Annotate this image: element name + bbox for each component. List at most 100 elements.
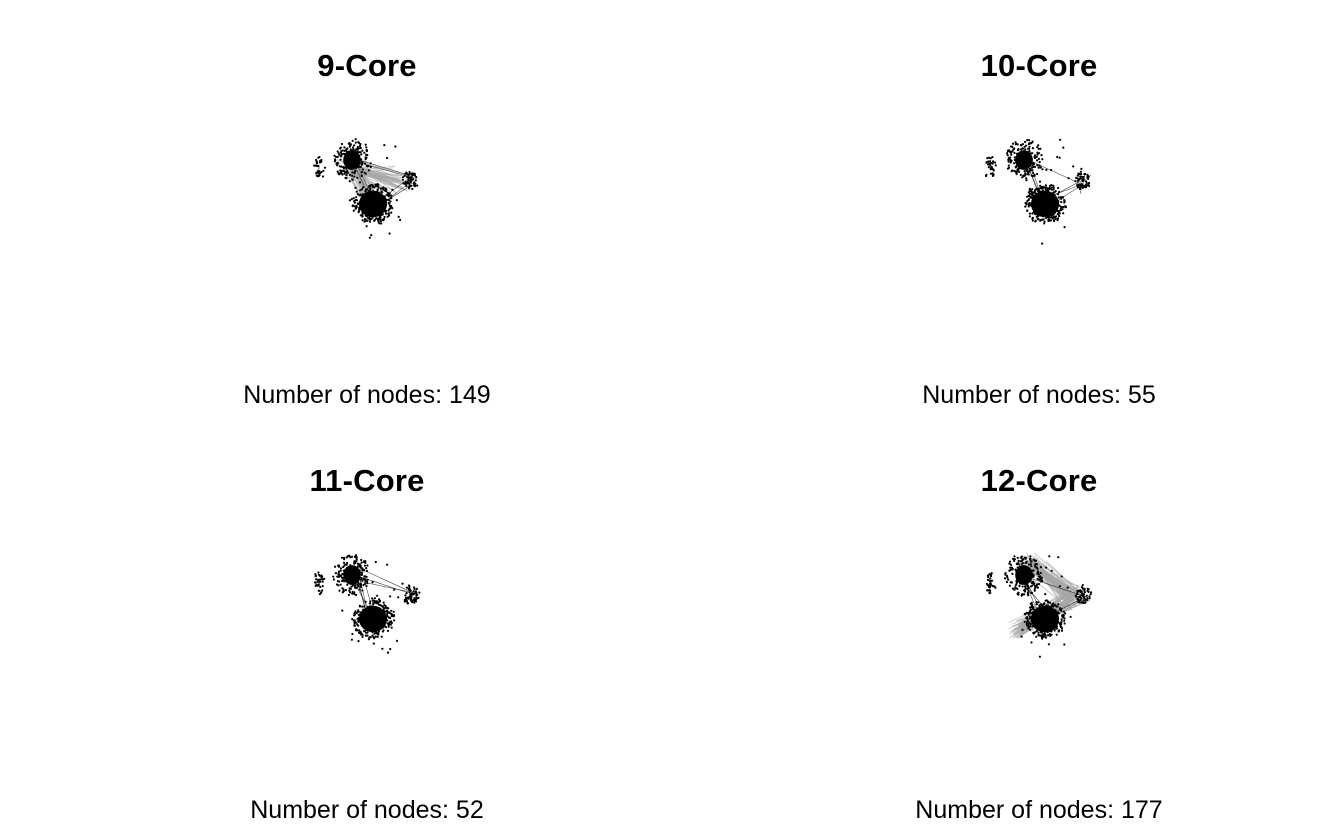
node bbox=[1056, 611, 1060, 614]
node bbox=[383, 215, 386, 219]
node bbox=[378, 612, 381, 615]
node bbox=[1003, 577, 1007, 580]
node bbox=[1035, 627, 1038, 630]
node bbox=[367, 209, 370, 212]
node bbox=[355, 206, 358, 209]
node bbox=[1010, 581, 1013, 584]
node bbox=[1011, 150, 1014, 153]
node bbox=[1037, 196, 1040, 199]
node bbox=[1023, 585, 1027, 588]
node bbox=[411, 187, 414, 191]
node bbox=[347, 554, 350, 557]
node bbox=[991, 156, 994, 159]
node bbox=[1020, 555, 1023, 558]
node bbox=[1036, 172, 1039, 176]
node bbox=[1037, 157, 1040, 160]
node bbox=[1019, 173, 1022, 176]
node bbox=[351, 139, 354, 142]
node bbox=[1056, 210, 1059, 213]
node bbox=[374, 185, 377, 188]
node bbox=[348, 587, 351, 590]
node bbox=[415, 587, 418, 590]
node bbox=[1015, 172, 1018, 176]
node bbox=[380, 222, 383, 225]
node bbox=[1057, 621, 1060, 624]
node bbox=[345, 152, 348, 155]
network-graph bbox=[313, 138, 419, 239]
node bbox=[987, 575, 990, 579]
node bbox=[366, 213, 369, 216]
node bbox=[376, 635, 379, 638]
node bbox=[1037, 601, 1040, 604]
node bbox=[1026, 200, 1029, 203]
node bbox=[1048, 627, 1051, 630]
node bbox=[388, 214, 391, 217]
node bbox=[374, 635, 377, 638]
node bbox=[1033, 212, 1037, 215]
node bbox=[414, 598, 418, 601]
node bbox=[378, 614, 381, 617]
node bbox=[1064, 206, 1067, 209]
node bbox=[1080, 173, 1083, 176]
node bbox=[345, 148, 348, 151]
node bbox=[1026, 591, 1029, 594]
node bbox=[1039, 218, 1042, 222]
node bbox=[364, 172, 367, 175]
node bbox=[376, 611, 379, 614]
node bbox=[317, 156, 320, 159]
node bbox=[1026, 619, 1029, 623]
node bbox=[1029, 579, 1032, 582]
node bbox=[407, 584, 411, 587]
node bbox=[350, 198, 353, 201]
highlighted-edges bbox=[1008, 552, 1091, 639]
node bbox=[1021, 176, 1024, 179]
node bbox=[1032, 569, 1035, 572]
node bbox=[1031, 188, 1034, 191]
node bbox=[397, 596, 400, 599]
node bbox=[1031, 147, 1034, 150]
edge bbox=[350, 160, 352, 162]
node bbox=[353, 175, 356, 178]
node bbox=[368, 216, 371, 220]
node bbox=[986, 589, 989, 592]
node bbox=[1035, 616, 1038, 619]
node bbox=[385, 614, 389, 617]
node bbox=[366, 622, 369, 625]
node bbox=[362, 583, 365, 587]
node bbox=[361, 212, 364, 215]
node bbox=[1018, 584, 1021, 588]
node bbox=[986, 578, 990, 581]
node bbox=[358, 151, 361, 154]
node bbox=[404, 594, 407, 597]
node bbox=[1038, 210, 1041, 213]
node bbox=[1024, 201, 1027, 205]
node bbox=[363, 200, 367, 203]
node bbox=[347, 166, 350, 169]
node bbox=[414, 179, 417, 182]
node bbox=[336, 150, 339, 153]
node bbox=[1022, 174, 1025, 177]
node bbox=[1039, 626, 1042, 629]
node bbox=[350, 565, 354, 568]
node bbox=[1045, 620, 1048, 623]
node bbox=[361, 149, 364, 152]
node bbox=[1029, 622, 1032, 626]
node bbox=[354, 148, 357, 152]
node bbox=[339, 155, 343, 158]
node bbox=[337, 565, 341, 568]
node bbox=[361, 203, 364, 206]
node bbox=[341, 576, 345, 580]
node bbox=[416, 184, 419, 187]
node bbox=[336, 161, 339, 164]
node bbox=[1016, 156, 1019, 159]
node bbox=[1048, 219, 1051, 222]
node bbox=[1036, 201, 1039, 204]
node bbox=[990, 166, 993, 169]
node bbox=[405, 586, 408, 589]
node bbox=[351, 174, 354, 177]
node bbox=[994, 164, 997, 167]
node bbox=[1056, 605, 1059, 608]
node bbox=[1044, 184, 1047, 187]
node bbox=[1030, 617, 1033, 620]
edge bbox=[348, 572, 378, 625]
